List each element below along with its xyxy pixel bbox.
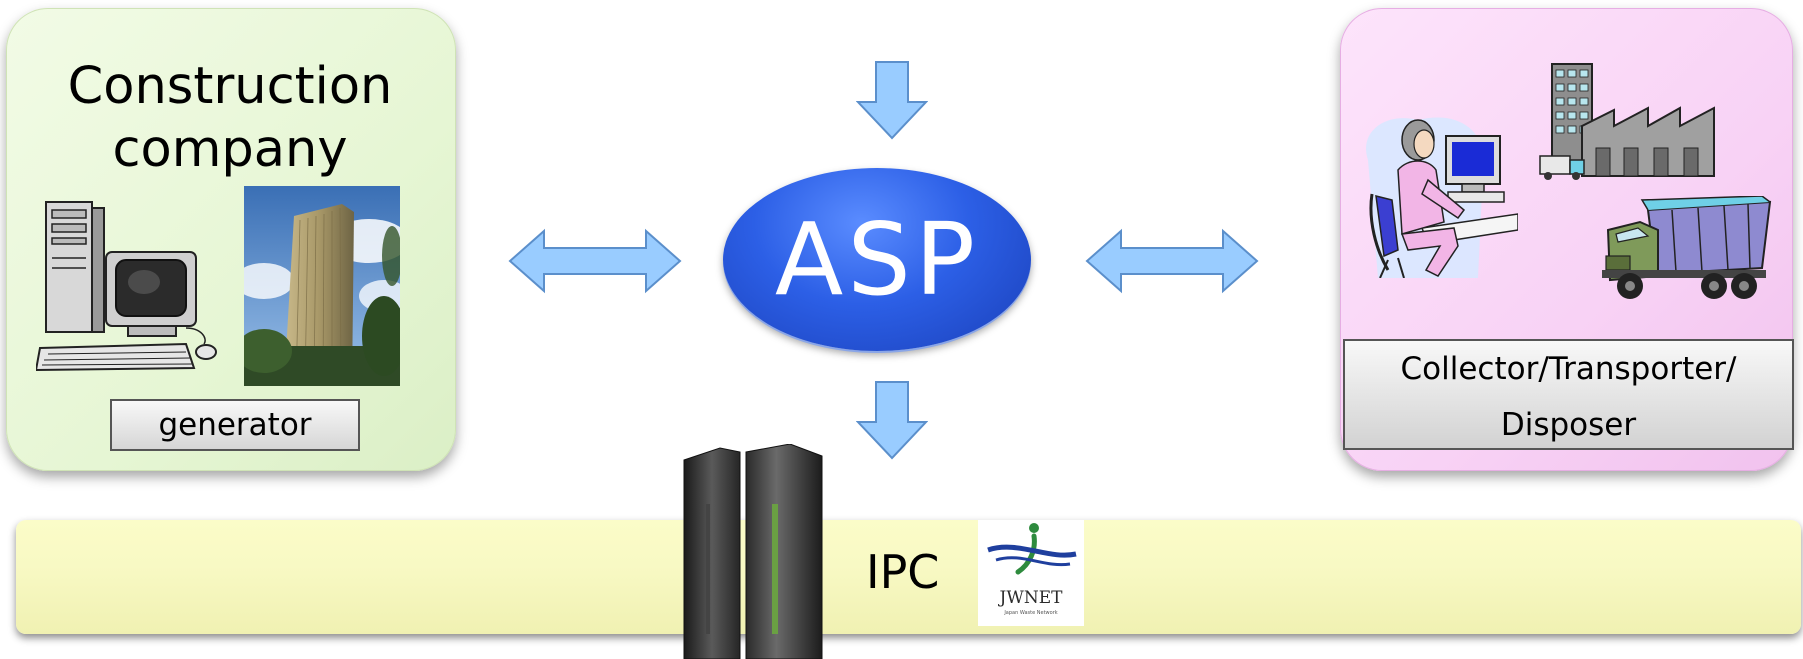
double-arrow-left-icon [508, 228, 682, 294]
office-building-photo [244, 186, 400, 386]
dump-truck-icon [1602, 196, 1772, 299]
ipc-bar [16, 520, 1801, 634]
office-worker-icon [1366, 117, 1518, 278]
down-arrow-top-icon [856, 61, 928, 140]
down-arrow-bottom-icon [856, 381, 928, 460]
server-icon [683, 444, 823, 659]
jwnet-logo [978, 520, 1084, 626]
ipc-label: IPC [866, 545, 940, 599]
jwnet-logo-text: JWNET [999, 588, 1063, 608]
factory-icon [1539, 63, 1715, 180]
asp-node [723, 168, 1031, 351]
panel-title-construction-company: Construction company [67, 57, 393, 179]
jwnet-logo-subtext: Japan Waste Network [1004, 610, 1058, 616]
double-arrow-right-icon [1085, 228, 1259, 294]
desktop-computer-icon [36, 201, 217, 372]
collector-transporter-disposer-label: Collector/Transporter/ Disposer [1343, 339, 1794, 450]
jwnet-mark-icon [987, 523, 1077, 575]
asp-label: ASP [774, 201, 980, 318]
generator-label: generator [110, 399, 360, 451]
